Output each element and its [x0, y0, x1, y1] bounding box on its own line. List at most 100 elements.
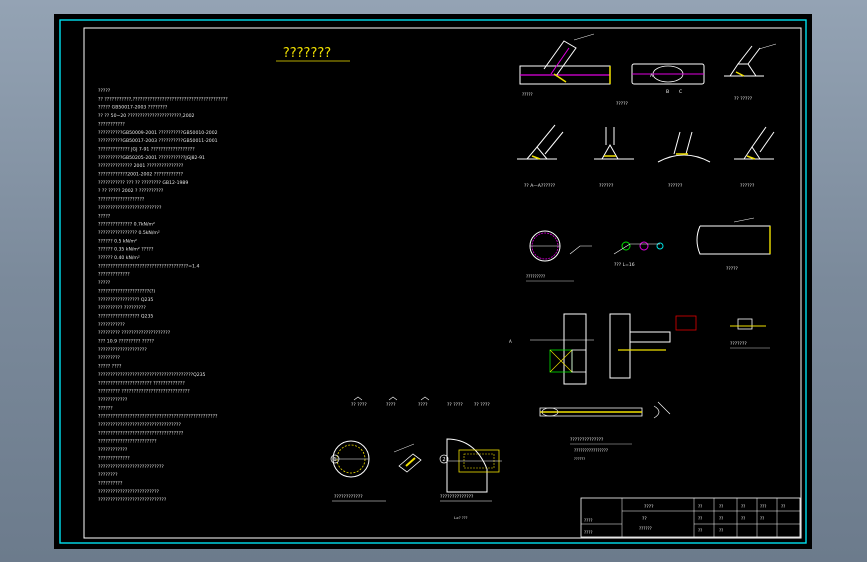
- tb-cell-16: ????: [584, 530, 593, 535]
- note-line: ??????????GB50017-2003 ??????????GB50011…: [98, 138, 218, 144]
- tb-cell-4: ??: [698, 504, 702, 509]
- inner-frame: [83, 27, 802, 539]
- plan-letter-c: C: [679, 89, 682, 95]
- tb-cell-14: ??: [781, 504, 785, 509]
- symbol-4: ?? ????: [447, 402, 463, 408]
- note-line: ???????????: [98, 121, 125, 127]
- tb-cell-7: ??: [719, 504, 723, 509]
- tb-cell-3: ??????: [639, 526, 652, 531]
- note-line: ??????????GB50205-2001 ???????????JGJ82-…: [98, 155, 205, 161]
- note-line: ????????????? JGJ 7-91 ?????????????????…: [98, 146, 195, 152]
- tube-section-label-1: ?????: [616, 101, 629, 107]
- note-line: ?????? 0.40 kN/m²: [98, 255, 140, 261]
- plate-connection-detail: ??????????????: [570, 313, 697, 445]
- note-line: ?????????????????????????????????????=1.…: [98, 263, 199, 269]
- tb-cell-15: ????: [584, 518, 593, 523]
- tb-cell-9: ??: [719, 528, 723, 533]
- note-line: ????? GB50017-2003 ????????: [98, 105, 168, 111]
- note-line: ?? ?? 50~20 ??????????????????????,2002: [98, 113, 195, 119]
- detail-1-label: ??????: [599, 183, 614, 189]
- note-line: ???????????????????: [98, 197, 145, 203]
- note-line: ??????: [98, 405, 113, 411]
- end-detail-label: ??????????????: [440, 494, 474, 500]
- pipe-elevation: ?????: [696, 217, 771, 272]
- end-detail-sub: L≥? ???: [454, 516, 468, 520]
- plan-letter-a: A: [650, 73, 654, 79]
- note-line: ???????????????? 0.5kN/m²: [98, 230, 160, 236]
- note-line: ?????: [98, 213, 111, 219]
- title-block: ???? ?? ?????? ?? ?? ?? ?? ?? ?? ?? ?? ?…: [580, 497, 801, 538]
- note-line: ????????????????????????????????????????…: [98, 414, 218, 420]
- plate-detail-label: ????????????????: [574, 448, 608, 453]
- small-plate-detail: ???????: [730, 318, 770, 349]
- detail-3-label: ??????: [740, 183, 755, 189]
- note-line: ??????????????????????????????????: [98, 422, 181, 428]
- long-plate-detail: ???????????????? ??????: [539, 401, 671, 461]
- tb-cell-1: ????: [644, 504, 654, 510]
- note-line: ??????????? ??? ?? ???????? GB12-1989: [98, 180, 188, 186]
- tube-connection-view: ?????: [519, 33, 611, 97]
- callout-number-1: 1: [333, 457, 336, 463]
- note-line: ????????????????? Q235: [98, 313, 153, 319]
- tb-cell-8: ??: [719, 516, 723, 521]
- symbol-legend: ?? ???? ???? ???? ?? ???? ?? ????: [351, 396, 490, 408]
- tb-cell-13: ??: [760, 516, 764, 521]
- tb-cell-11: ??: [741, 516, 745, 521]
- note-line: ?????: [98, 88, 111, 94]
- note-line: ?????????????????????(?): [98, 288, 155, 294]
- note-line: ?????: [98, 280, 111, 286]
- note-line: ?????????: [98, 355, 121, 361]
- bracket-text-a: A: [509, 339, 512, 344]
- tube-plan-view: A B C ?????: [616, 63, 705, 107]
- callout-number-2: 2: [442, 457, 445, 463]
- note-line: ????? ????: [98, 364, 122, 370]
- note-line: ?????? 0.35 kN/m² ?????: [98, 247, 154, 253]
- tb-cell-12: ???: [760, 504, 766, 509]
- note-line: ???????????????????????????: [98, 464, 164, 470]
- pipe-label: ?????: [726, 266, 739, 272]
- cad-drawing: ??????? ??????? ???????????,????????????…: [59, 19, 807, 544]
- weld-symbol-note: ??????: [574, 457, 585, 461]
- note-line: ???????????: [98, 322, 125, 328]
- note-line: ????????? ????????????????????: [98, 330, 171, 336]
- note-line: ????????? ????????????????????????????: [98, 389, 190, 395]
- note-line: ??????????GB50009-2001 ??????????GB50010…: [98, 130, 218, 136]
- note-line: ?? ???????????,?????????????????????????…: [98, 96, 228, 102]
- note-line: ??????????: [98, 480, 123, 486]
- note-line: ??????????????????????????: [98, 205, 162, 211]
- weld-symbol-detail: ??? L=16: [613, 241, 664, 268]
- tb-cell-10: ??: [741, 504, 745, 509]
- note-line: ?????????? ?????????: [98, 305, 146, 311]
- note-line: ???????????????????????????????????????Q…: [98, 372, 206, 378]
- note-line: ????????????2001-2002 ????????????: [98, 172, 184, 178]
- joint-details-row: ?? A—A?????? ?????? ??????: [517, 124, 775, 189]
- circle-section-label: ????????????: [334, 494, 363, 500]
- symbol-2: ????: [386, 402, 396, 408]
- drawing-title: ???????: [283, 46, 331, 61]
- tb-cell-2: ??: [642, 516, 647, 522]
- tb-cell-6: ??: [698, 528, 702, 533]
- note-line: ????????????: [98, 397, 128, 403]
- note-line: ????????????????? Q235: [98, 297, 153, 303]
- small-detail-label: ???????: [730, 341, 747, 347]
- circle-detail-label: ?????????: [526, 274, 545, 279]
- note-line: ?????????????? 2001 ???????????????: [98, 163, 184, 169]
- note-line: ?????????????: [98, 272, 130, 278]
- note-line: ?????? 0.5 kN/m²: [98, 238, 137, 244]
- note-line: ???????????????????????????????????: [98, 430, 184, 436]
- note-line: ?????????????????????? ?????????????: [98, 380, 185, 386]
- symbol-5: ?? ????: [474, 402, 490, 408]
- note-line: ?????????????: [98, 455, 130, 461]
- note-line: ????????????????????????: [98, 439, 157, 445]
- note-line: ?????????????? 0.7kN/m²: [98, 222, 155, 228]
- weld-callout: ??? L=16: [614, 262, 635, 268]
- end-plate-detail: 2 ?????????????? L≥? ???: [439, 438, 502, 520]
- note-line: ????????????????????????????: [98, 497, 167, 503]
- circle-weld-section: 1 ????????????: [330, 440, 422, 502]
- plan-letter-b: B: [666, 89, 669, 95]
- note-line: ????????????????????: [98, 347, 147, 353]
- bracket-detail-label: ??????????????: [570, 437, 604, 443]
- tube-section-view-2: ?? ?????: [724, 43, 777, 102]
- symbol-1: ?? ????: [351, 402, 367, 408]
